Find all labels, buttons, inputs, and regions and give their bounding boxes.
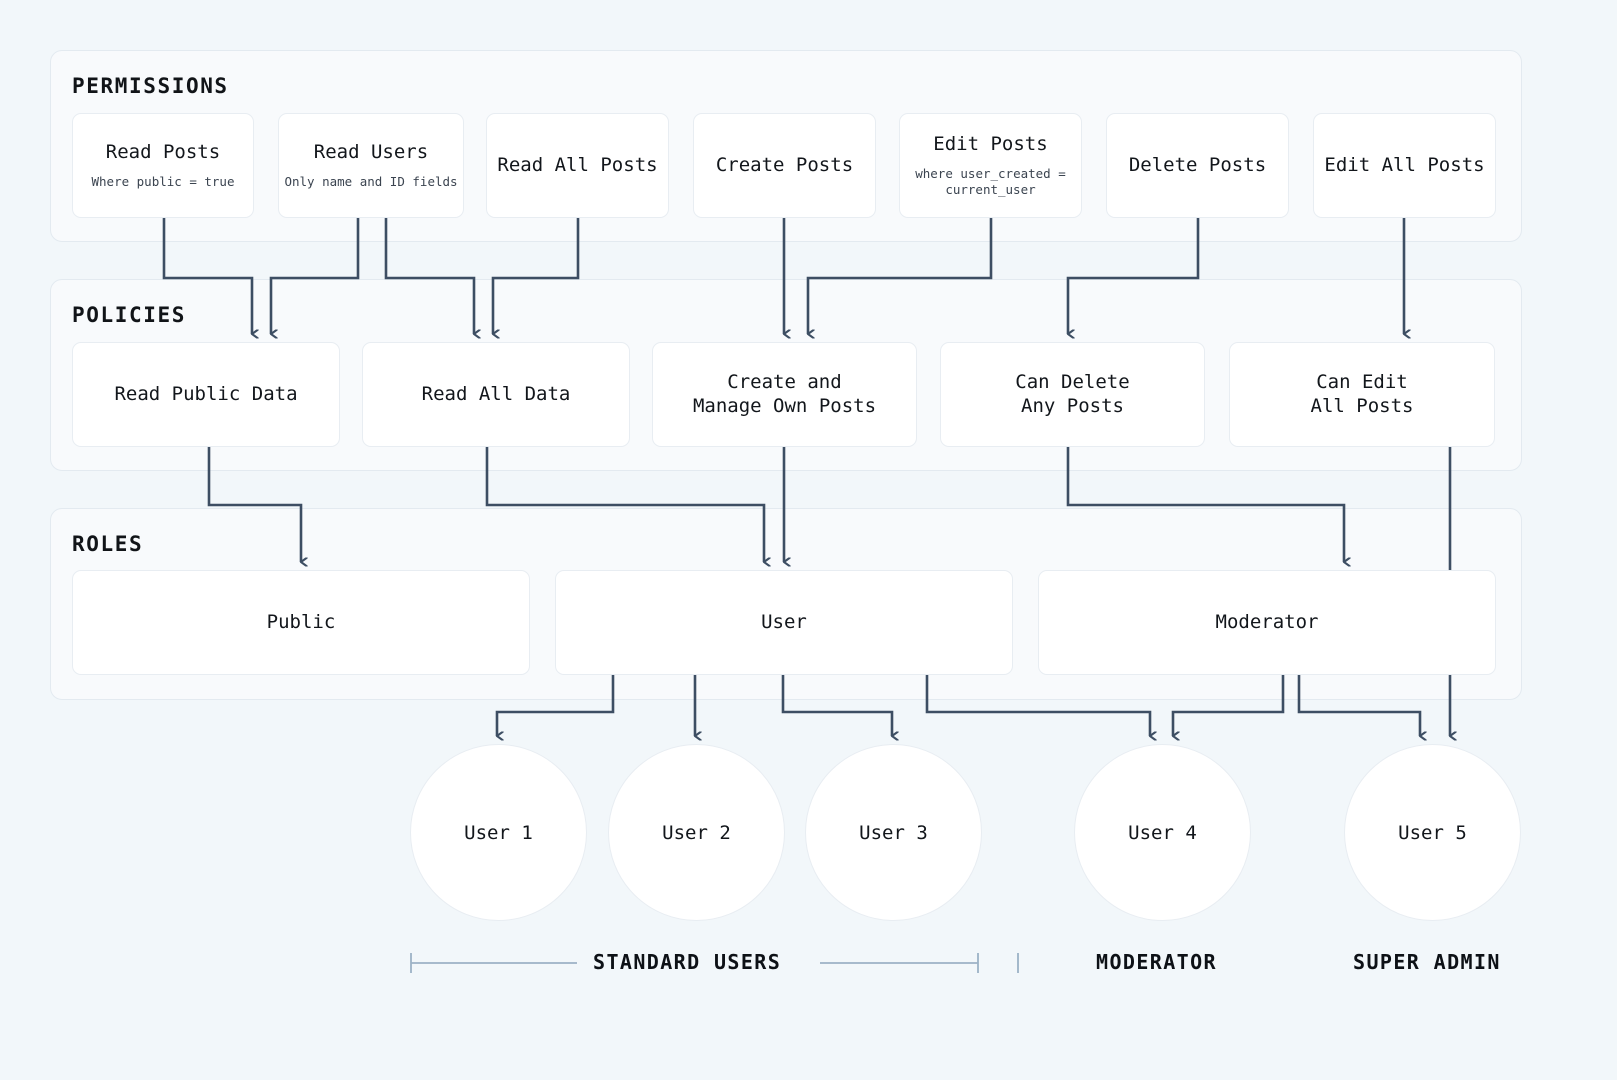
role-card-user[interactable]: User: [555, 570, 1013, 675]
user-node-3[interactable]: User 3: [805, 744, 982, 921]
permission-card-read-posts[interactable]: Read Posts Where public = true: [72, 113, 254, 218]
policy-card-can-edit-all-posts[interactable]: Can Edit All Posts: [1229, 342, 1495, 447]
permission-card-read-users[interactable]: Read Users Only name and ID fields: [278, 113, 464, 218]
role-card-public[interactable]: Public: [72, 570, 530, 675]
role-card-moderator[interactable]: Moderator: [1038, 570, 1496, 675]
permission-card-delete-posts[interactable]: Delete Posts: [1106, 113, 1289, 218]
user-node-4[interactable]: User 4: [1074, 744, 1251, 921]
permission-label: Read Users: [313, 141, 429, 163]
permission-card-edit-posts[interactable]: Edit Posts where user_created = current_…: [899, 113, 1082, 218]
user-node-5[interactable]: User 5: [1344, 744, 1521, 921]
user-label: User 3: [859, 821, 928, 844]
permission-label: Delete Posts: [1128, 153, 1267, 176]
role-label: Public: [266, 610, 336, 633]
permission-card-read-all-posts[interactable]: Read All Posts: [486, 113, 669, 218]
role-label: Moderator: [1215, 610, 1319, 633]
user-label: User 1: [464, 821, 533, 844]
permission-label: Edit All Posts: [1324, 153, 1485, 176]
group-label-moderator: MODERATOR: [1096, 950, 1217, 974]
policy-label: Read All Data: [421, 382, 571, 405]
permission-label: Edit Posts: [933, 132, 1048, 155]
group-label-standard-users: STANDARD USERS: [593, 950, 782, 974]
permission-label: Read All Posts: [497, 153, 658, 176]
permission-sublabel: where user_created = current_user: [915, 165, 1066, 197]
user-label: User 2: [662, 821, 731, 844]
user-label: User 5: [1398, 821, 1467, 844]
user-node-2[interactable]: User 2: [608, 744, 785, 921]
permission-card-edit-all-posts[interactable]: Edit All Posts: [1313, 113, 1496, 218]
policy-card-read-all-data[interactable]: Read All Data: [362, 342, 630, 447]
permission-sublabel: Only name and ID fields: [284, 173, 458, 189]
role-label: User: [761, 610, 807, 633]
policy-label: Can Edit All Posts: [1310, 370, 1414, 417]
permissions-section-title: PERMISSIONS: [72, 74, 229, 98]
policy-card-create-manage-own-posts[interactable]: Create and Manage Own Posts: [652, 342, 917, 447]
permission-label: Create Posts: [715, 153, 854, 176]
policies-section-title: POLICIES: [72, 303, 186, 327]
policy-card-can-delete-any-posts[interactable]: Can Delete Any Posts: [940, 342, 1205, 447]
policy-label: Read Public Data: [114, 382, 298, 405]
policy-label: Can Delete Any Posts: [1015, 370, 1130, 417]
permission-sublabel: Where public = true: [91, 173, 235, 189]
user-node-1[interactable]: User 1: [410, 744, 587, 921]
group-label-super-admin: SUPER ADMIN: [1353, 950, 1501, 974]
permission-card-create-posts[interactable]: Create Posts: [693, 113, 876, 218]
permission-label: Read Posts: [105, 141, 221, 163]
policy-label: Create and Manage Own Posts: [692, 370, 877, 417]
policy-card-read-public-data[interactable]: Read Public Data: [72, 342, 340, 447]
user-label: User 4: [1128, 821, 1197, 844]
roles-section-title: ROLES: [72, 532, 144, 556]
